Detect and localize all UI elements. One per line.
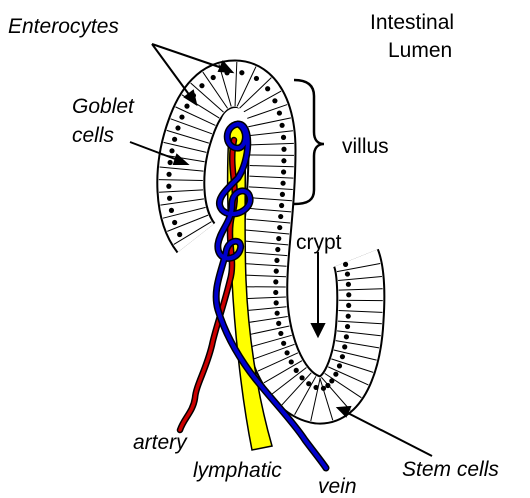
intestinal-lumen-label-line1: Intestinal <box>370 11 454 34</box>
cell-nucleus <box>294 368 299 373</box>
cell-nucleus <box>168 160 173 165</box>
cell-nucleus <box>346 303 351 308</box>
cell-nucleus <box>274 269 279 274</box>
goblet-cells-label-line1: Goblet <box>72 95 135 118</box>
cell-nucleus <box>289 359 294 364</box>
cell-nucleus <box>278 214 283 219</box>
vein-label: vein <box>318 475 357 498</box>
cell-nucleus <box>272 98 277 103</box>
intestinal-lumen-label-line2: Lumen <box>388 39 452 62</box>
cell-nucleus <box>276 321 281 326</box>
cell-nucleus <box>277 110 282 115</box>
cell-nucleus <box>321 386 326 391</box>
cell-nucleus <box>345 324 350 329</box>
crypt-label: crypt <box>296 231 342 254</box>
cell-nucleus <box>325 383 330 388</box>
cell-nucleus <box>184 104 189 109</box>
cell-nucleus <box>284 350 289 355</box>
cell-nucleus <box>277 225 282 230</box>
goblet-cells-label-line2: cells <box>72 124 115 147</box>
cell-nucleus <box>175 125 180 130</box>
cell-nucleus <box>346 292 351 297</box>
cell-nucleus <box>345 271 350 276</box>
cell-nucleus <box>211 75 216 80</box>
villus-label: villus <box>342 135 389 158</box>
cell-nucleus <box>166 184 171 189</box>
cell-nucleus <box>346 282 351 287</box>
cell-nucleus <box>199 83 204 88</box>
cell-nucleus <box>279 203 284 208</box>
lymphatic-label: lymphatic <box>193 459 282 482</box>
cell-nucleus <box>169 148 174 153</box>
cell-nucleus <box>273 290 278 295</box>
cell-nucleus <box>313 385 318 390</box>
cell-nucleus <box>342 344 347 349</box>
villus-bracket <box>294 80 324 204</box>
cell-nucleus <box>274 258 279 263</box>
cell-nucleus <box>274 300 279 305</box>
stem-cells-label: Stem cells <box>402 458 499 481</box>
artery-label: artery <box>133 431 188 454</box>
cell-nucleus <box>281 158 286 163</box>
cell-nucleus <box>280 192 285 197</box>
cell-nucleus <box>333 372 338 377</box>
cell-nucleus <box>172 220 177 225</box>
cell-nucleus <box>177 232 182 237</box>
cell-nucleus <box>281 147 286 152</box>
cell-nucleus <box>276 236 281 241</box>
enterocytes-label: Enterocytes <box>8 15 119 38</box>
enterocytes-arrow-1 <box>152 44 228 70</box>
cell-nucleus <box>254 76 259 81</box>
epithelium <box>159 62 383 421</box>
cell-nucleus <box>278 331 283 336</box>
cell-nucleus <box>169 208 174 213</box>
cell-nucleus <box>281 135 286 140</box>
cell-nucleus <box>265 86 270 91</box>
cell-nucleus <box>275 247 280 252</box>
cell-nucleus <box>344 334 349 339</box>
stem-cells-arrow <box>342 410 432 456</box>
cell-nucleus <box>281 169 286 174</box>
cell-nucleus <box>329 378 334 383</box>
cell-nucleus <box>275 311 280 316</box>
cell-nucleus <box>239 70 244 75</box>
cell-nucleus <box>281 341 286 346</box>
cell-nucleus <box>273 279 278 284</box>
cell-nucleus <box>299 375 304 380</box>
cell-nucleus <box>306 381 311 386</box>
cell-nucleus <box>179 114 184 119</box>
cell-nucleus <box>166 172 171 177</box>
cell-nucleus <box>167 196 172 201</box>
cell-nucleus <box>280 123 285 128</box>
cell-nucleus <box>346 314 351 319</box>
cell-nucleus <box>172 137 177 142</box>
cell-nucleus <box>340 354 345 359</box>
cell-nucleus <box>343 262 348 267</box>
enterocytes-arrow-2 <box>152 44 193 100</box>
cell-nucleus <box>280 181 285 186</box>
cell-nucleus <box>337 363 342 368</box>
